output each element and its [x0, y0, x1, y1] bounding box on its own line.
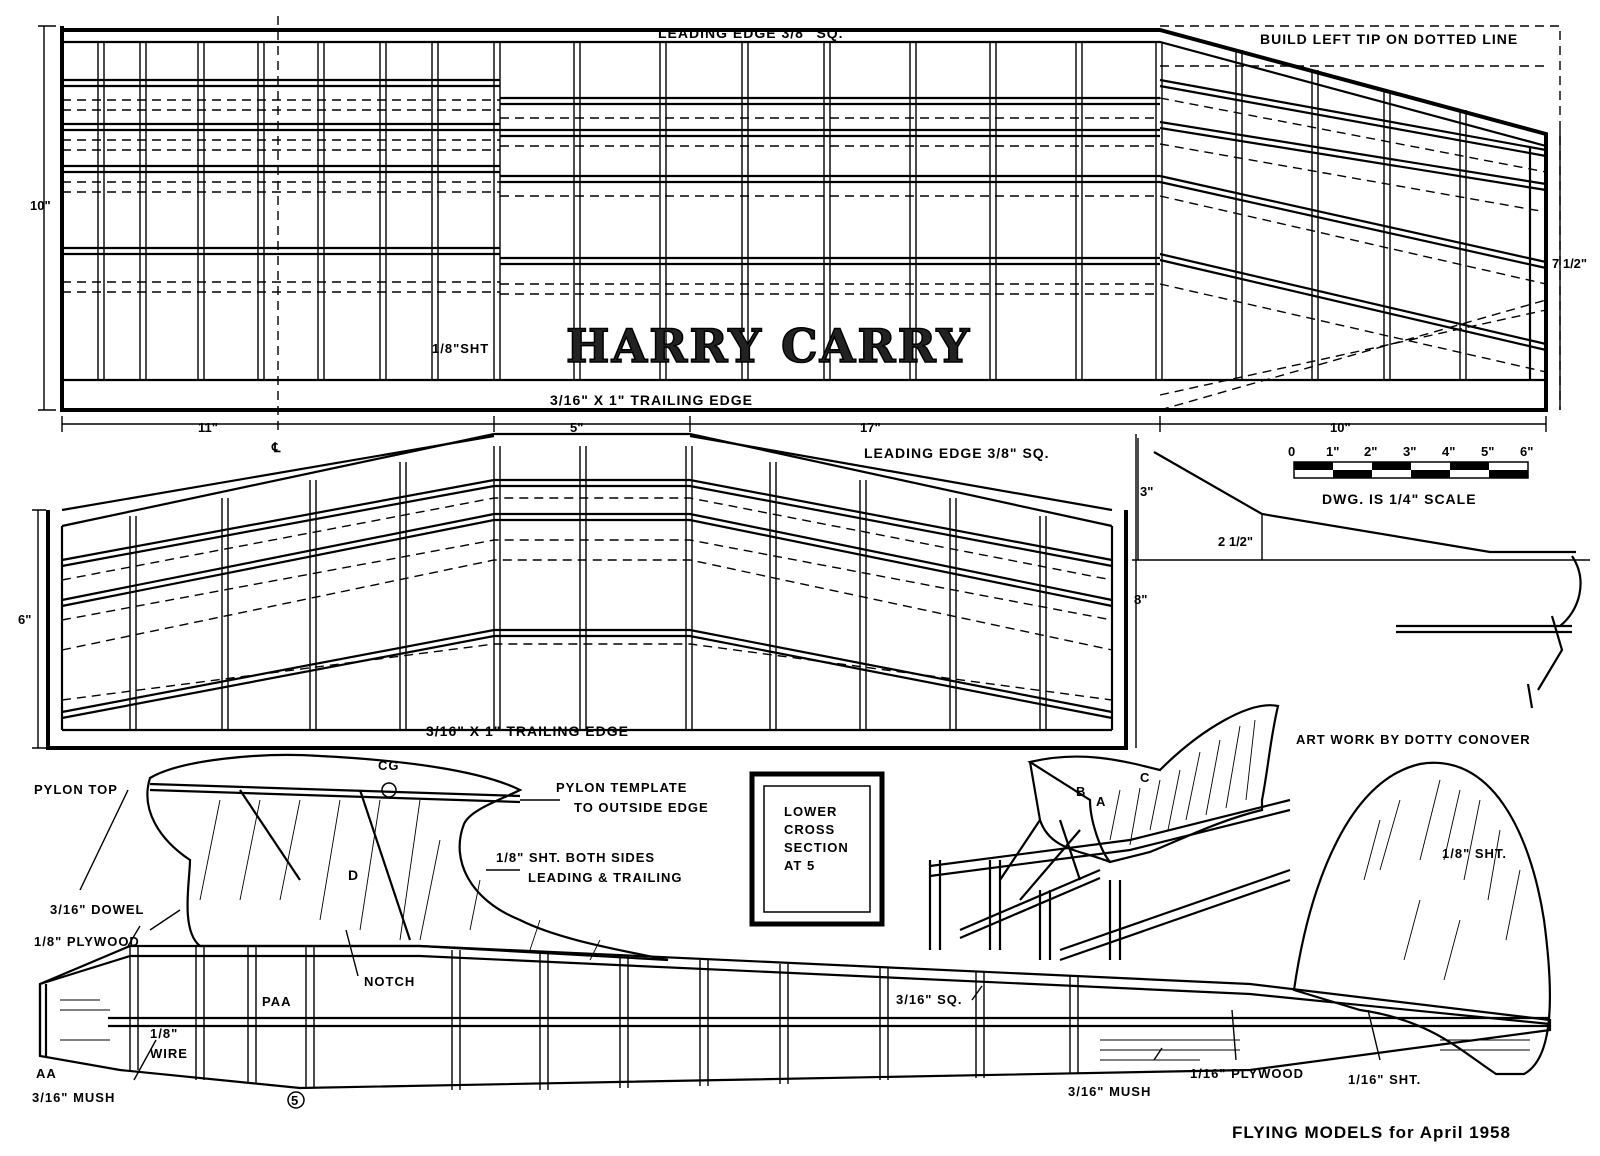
stab-leading-edge-label: LEADING EDGE 3/8" SQ. [864, 445, 1050, 461]
dowel-label: 3/16" DOWEL [50, 902, 144, 917]
dihedral-rise-label: 3" [1140, 484, 1153, 499]
scale-tick: 2" [1364, 444, 1377, 459]
wing-sheet-label: 1/8"SHT [432, 341, 489, 356]
cross-section-line: CROSS [784, 822, 835, 837]
plywood-front-label: 1/8" PLYWOOD [34, 934, 140, 949]
stab-chord-label: 6" [18, 612, 31, 627]
sheet-both-sides-line-1: 1/8" SHT. BOTH SIDES [496, 850, 655, 865]
plywood-rear-label: 1/16" PLYWOOD [1190, 1066, 1304, 1081]
wing-leading-edge-label: LEADING EDGE 3/8" SQ. [658, 25, 844, 41]
art-credit: ART WORK BY DOTTY CONOVER [1296, 732, 1531, 747]
pylon-outline [146, 753, 669, 962]
stab-tip-chord-label: 8" [1134, 592, 1147, 607]
plan-title: HARRY CARRY [566, 319, 971, 373]
detail-label-a: A [1096, 794, 1106, 809]
scale-tick-labels: 0 1" 2" 3" 4" 5" 6" [1288, 444, 1533, 459]
scale-note: DWG. IS 1/4" SCALE [1322, 491, 1477, 507]
magazine-name: FLYING MODELS [1232, 1123, 1383, 1142]
fuselage-side-view [38, 753, 1552, 1109]
span-tip-label: 10" [1330, 420, 1351, 435]
stab-outline [46, 510, 1128, 750]
scale-tick: 4" [1442, 444, 1455, 459]
fuselage-uprights [129, 946, 1079, 1090]
wing-plan [38, 16, 1561, 432]
wing-chord-dimension [38, 25, 56, 411]
scale-tick: 6" [1520, 444, 1533, 459]
wing-tip-chord-label: 7 1/2" [1552, 256, 1587, 271]
magazine-credit: FLYING MODELS for April 1958 [1232, 1123, 1511, 1142]
span-mid-label: 5" [570, 420, 583, 435]
pylon-label-d: D [348, 867, 359, 883]
pylon-top-label: PYLON TOP [34, 782, 118, 797]
fin-side-view [1292, 761, 1551, 1076]
aa-label: AA [36, 1066, 57, 1081]
scale-tick: 0 [1288, 444, 1295, 459]
pylon-detail-sketch [928, 704, 1291, 962]
cross-section-box [749, 771, 885, 927]
station-5-label: 5 [291, 1093, 299, 1108]
stabilizer-plan [32, 432, 1137, 750]
sheet-both-sides-line-2: LEADING & TRAILING [528, 870, 683, 885]
wing-chord-label: 10" [30, 198, 51, 213]
scale-tick: 5" [1481, 444, 1494, 459]
detail-label-c: C [1140, 770, 1150, 785]
dihedral-view [1132, 438, 1590, 709]
cross-section-line: LOWER [784, 804, 837, 819]
build-left-tip-note: BUILD LEFT TIP ON DOTTED LINE [1260, 31, 1518, 47]
sheet-rear-label: 1/16" SHT. [1348, 1072, 1421, 1087]
square-label: 3/16" SQ. [896, 992, 962, 1007]
wire-label-line-2: WIRE [150, 1046, 188, 1061]
cross-section-line: AT 5 [784, 858, 815, 873]
wing-ribs [97, 42, 1467, 380]
wing-span-dimensions [61, 416, 1547, 432]
pylon-template-line-1: PYLON TEMPLATE [556, 780, 687, 795]
dihedral-center-label: 2 1/2" [1218, 534, 1253, 549]
paa-label: PAA [262, 994, 291, 1009]
mush-front-label: 3/16" MUSH [32, 1090, 115, 1105]
stab-trailing-edge-label: 3/16" X 1" TRAILING EDGE [426, 723, 629, 739]
scale-tick: 1" [1326, 444, 1339, 459]
span-center-label: 11" [198, 420, 218, 435]
cg-marker [381, 782, 397, 798]
wing-trailing-edge-label: 3/16" X 1" TRAILING EDGE [550, 392, 753, 408]
scale-tick: 3" [1403, 444, 1416, 459]
scale-bar [1293, 461, 1529, 479]
wing-spars [62, 78, 1547, 373]
wire-label-line-1: 1/8" [150, 1026, 178, 1041]
stab-ribs [129, 446, 1047, 730]
detail-label-b: B [1076, 784, 1086, 799]
stab-leading-edge [61, 432, 1113, 528]
pylon-template-line-2: TO OUTSIDE EDGE [574, 800, 709, 815]
span-outer-label: 17" [860, 420, 881, 435]
centerline-symbol: ℄ [271, 440, 281, 455]
fuselage-outline [38, 944, 1552, 1090]
station-5-marker [287, 1091, 305, 1109]
mush-rear-label: 3/16" MUSH [1068, 1084, 1151, 1099]
magazine-issue: for April 1958 [1389, 1123, 1511, 1142]
wing-leading-edge [62, 40, 1547, 148]
fin-sheet-label: 1/8" SHT. [1442, 846, 1507, 861]
stab-chord-dimension [32, 509, 46, 749]
wing-outline [60, 26, 1548, 412]
cg-label: CG [378, 758, 400, 773]
notch-label: NOTCH [364, 974, 415, 989]
cross-section-line: SECTION [784, 840, 849, 855]
